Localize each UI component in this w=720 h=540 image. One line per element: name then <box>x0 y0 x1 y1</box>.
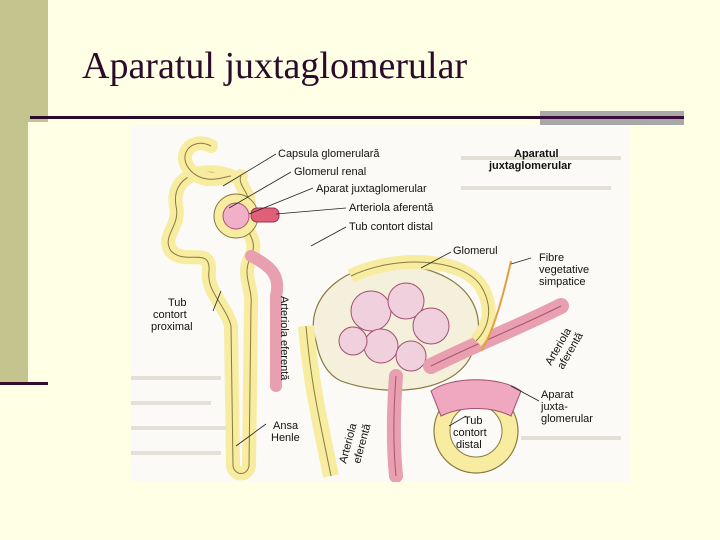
label-fibre-1: Fibre <box>539 252 564 264</box>
label-tub-proximal-3: proximal <box>151 321 193 333</box>
juxtaglomerular-illustration: Capsula glomerulară Glomerul renal Apara… <box>131 126 630 482</box>
label-tub-proximal-1: Tub <box>168 297 187 309</box>
label-aparat-right-2: juxta- <box>540 401 568 413</box>
left-accent-divider <box>0 382 48 385</box>
label-arteriola-eferenta-vertical: Arteriola eferentă <box>278 296 290 381</box>
label-aparat-right-1: Aparat <box>541 389 573 401</box>
label-aparat-right-3: glomerular <box>541 413 593 425</box>
label-tub-distal-3: distal <box>456 439 482 451</box>
label-tub-proximal-2: contort <box>153 309 187 321</box>
left-accent-block <box>28 0 48 122</box>
left-accent-bar <box>0 0 28 385</box>
label-tub-contort-distal-top: Tub contort distal <box>349 221 433 233</box>
label-tub-distal-2: contort <box>453 427 487 439</box>
title-divider <box>30 116 540 119</box>
label-glomerul: Glomerul <box>453 245 498 257</box>
title-divider-accent-line <box>540 116 684 119</box>
label-ansa: Ansa <box>273 420 299 432</box>
page-title: Aparatul juxtaglomerular <box>82 44 467 88</box>
label-henle: Henle <box>271 432 300 444</box>
label-aparat-jg-top: Aparat juxtaglomerular <box>316 183 427 195</box>
juxtaglomerular-figure: Capsula glomerulară Glomerul renal Apara… <box>131 126 630 482</box>
label-tub-distal-1: Tub <box>464 415 483 427</box>
label-capsula: Capsula glomerulară <box>278 148 380 160</box>
heading-juxtaglomerular: juxtaglomerular <box>488 160 572 172</box>
efferent-arteriole <box>394 376 396 476</box>
label-fibre-3: simpatice <box>539 276 585 288</box>
label-glomerul-renal: Glomerul renal <box>294 166 366 178</box>
label-fibre-2: vegetative <box>539 264 589 276</box>
heading-aparatul: Aparatul <box>514 148 559 160</box>
small-glomerulus <box>214 194 279 238</box>
label-arteriola-aferenta-top: Arteriola aferentă <box>349 202 434 214</box>
